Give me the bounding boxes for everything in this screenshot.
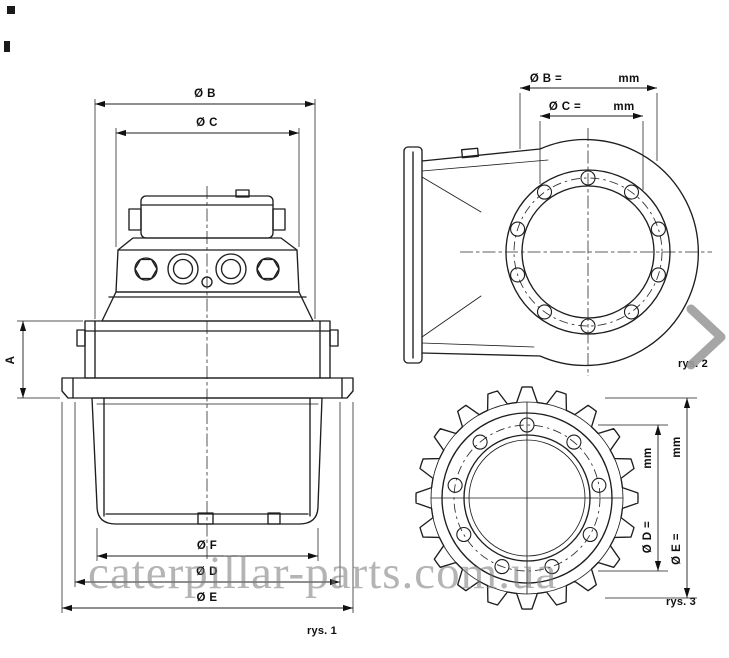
figure3-caption: rys. 3 [666, 596, 696, 608]
bolt-hole [591, 477, 607, 493]
dim-d-sprocket-unit: mm [642, 447, 654, 468]
bolt-hole [536, 304, 553, 320]
dim-e-sprocket-unit: mm [671, 436, 683, 457]
bolt-hole [494, 559, 510, 575]
housing-body [421, 138, 699, 367]
figure2-housing-side-view: Ø B = mm Ø C = mm rys. 2 [403, 73, 712, 376]
dim-b-side-unit: mm [618, 73, 639, 85]
dim-e-sprocket-label: Ø E = [671, 533, 683, 565]
valve-block [115, 237, 300, 293]
bolt-hole [536, 184, 553, 200]
dimension-c-side: Ø C = mm [539, 101, 644, 190]
dim-f-label: Ø F [197, 540, 217, 552]
dimension-d: Ø D [74, 402, 341, 587]
figure1-final-drive-front-view: Ø B Ø C A Ø F [5, 88, 354, 637]
bolt-hole [650, 221, 666, 237]
bolt-hole [510, 267, 526, 283]
scan-artifact-1 [7, 6, 15, 14]
figure1-caption: rys. 1 [307, 625, 337, 637]
bolt-hole [582, 526, 598, 543]
dim-b-side-label: Ø B = [530, 73, 562, 85]
dim-c-side-label: Ø C = [549, 101, 581, 113]
dimension-a: A [5, 320, 83, 399]
dimension-e-sprocket: mm Ø E = [605, 397, 697, 599]
housing-bolt-holes [510, 170, 666, 334]
bolt-hole [623, 304, 640, 320]
dimension-d-sprocket: mm Ø D = [598, 424, 668, 572]
dim-d-label: Ø D [196, 566, 218, 578]
dim-c-label: Ø C [196, 117, 218, 129]
dim-c-side-unit: mm [613, 101, 634, 113]
figure3-sprocket: mm Ø D = mm Ø E = rys. 3 [415, 386, 697, 610]
mounting-flange [61, 291, 354, 399]
bolt-hole [472, 434, 488, 450]
dimension-e: Ø E [61, 402, 354, 613]
dim-e-label: Ø E [196, 592, 217, 604]
bolt-hole [510, 221, 526, 237]
dim-a-label: A [5, 356, 17, 365]
bolt-hole [566, 434, 582, 450]
dimension-b-side: Ø B = mm [519, 73, 658, 161]
bolt-hole [447, 477, 463, 493]
carousel-next-icon[interactable] [686, 304, 726, 370]
bolt-hole [544, 559, 560, 575]
scan-artifact-2 [4, 41, 10, 52]
housing-drum [91, 397, 323, 525]
mounting-flange-side [403, 146, 423, 364]
bolt-hole [456, 526, 472, 543]
dimension-b: Ø B [94, 88, 316, 319]
bolt-hole [623, 184, 640, 200]
dim-d-sprocket-label: Ø D = [642, 521, 654, 553]
dimension-c: Ø C [115, 117, 300, 247]
dimension-f: Ø F [96, 528, 319, 561]
dim-b-label: Ø B [194, 88, 216, 100]
bolt-hole [650, 267, 666, 283]
sprocket-bolt-holes [447, 417, 607, 575]
